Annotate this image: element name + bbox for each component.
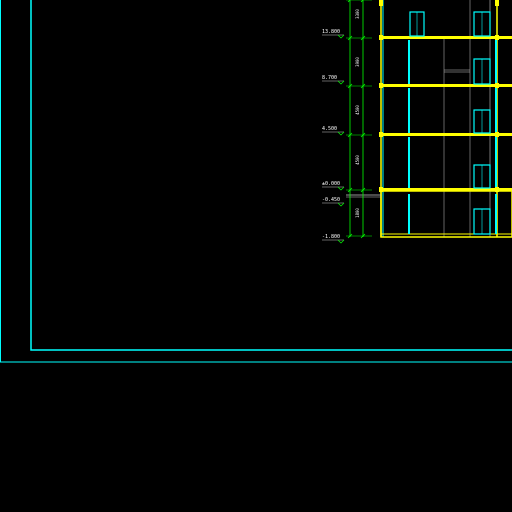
elevation-label: -0.450 [322,197,340,203]
dimension-label: 1800 [355,208,360,218]
inner-sheet-border [30,0,512,351]
elevation-label: 8.700 [322,75,337,81]
elevation-mark: -0.450 [322,197,345,207]
facade-mullions [408,40,497,234]
slab-13800 [381,36,512,39]
elevation-mark: ±0.000 [322,181,345,191]
level-triangle-icon [337,239,345,244]
elevation-mark: 8.700 [322,75,345,85]
slab-4500 [381,133,512,136]
outer-sheet-border [0,0,512,363]
window-group [409,11,491,235]
dimension-label: 3300 [355,9,360,19]
elevation-mark: -1.800 [322,234,345,244]
elevation-label: 13.800 [322,29,340,35]
dimension-chain: 3300 3900 4500 4500 1800 [346,0,372,239]
elevation-mark: 13.800 [322,29,345,39]
level-triangle-icon [337,131,345,136]
foundation-box [380,190,512,238]
slab-8700 [381,84,512,87]
elevation-label: ±0.000 [322,181,340,187]
building-section [346,0,512,238]
level-triangle-icon [337,34,345,39]
elevation-label: -1.800 [322,234,340,240]
elevation-mark: 4.500 [322,126,345,136]
column-nodes [379,0,499,192]
dim-ticks [346,0,372,239]
window-panes [416,12,483,234]
level-triangle-icon [337,202,345,207]
dimension-label: 4500 [355,105,360,115]
level-triangle-icon [337,80,345,85]
dim-labels: 3300 3900 4500 4500 1800 [355,9,360,218]
elevation-marks: 13.800 8.700 4.500 ±0.000 -0.450 -1.800 [322,29,345,244]
dimension-label: 4500 [355,155,360,165]
elevation-label: 4.500 [322,126,337,132]
slab-0000 [381,188,512,191]
dimension-label: 3900 [355,57,360,67]
level-triangle-icon [337,186,345,191]
